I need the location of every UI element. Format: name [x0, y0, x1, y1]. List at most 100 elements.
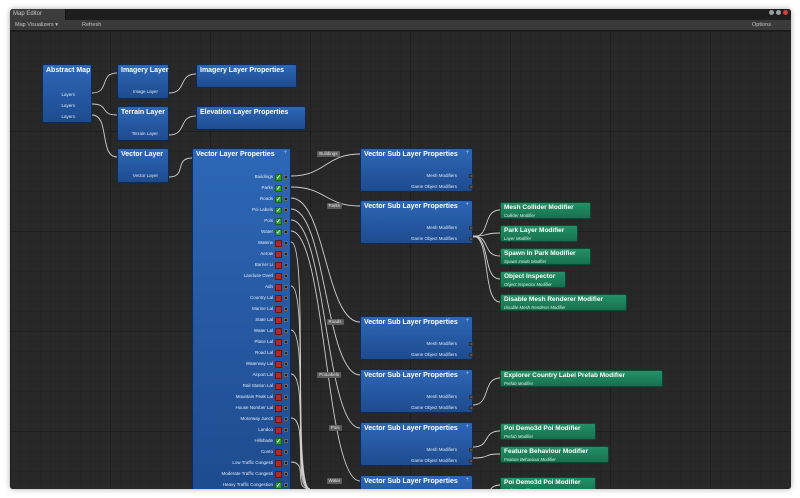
vector-layer-properties-node[interactable]: Vector Layer Properties + Buildings✓Park…	[192, 148, 291, 489]
close-icon[interactable]	[783, 10, 788, 15]
disabled-toggle-icon[interactable]	[275, 317, 282, 324]
vector-sub-layer-node[interactable]: Vector Sub Layer Properties+Mesh Modifie…	[360, 422, 473, 466]
terrain-layer-node[interactable]: Terrain Layer Terrain Layer	[117, 106, 169, 141]
imagery-layer-properties-node[interactable]: Imagery Layer Properties	[196, 64, 297, 88]
disabled-toggle-icon[interactable]	[275, 427, 282, 434]
output-port[interactable]	[284, 175, 288, 179]
add-icon[interactable]: +	[465, 477, 469, 483]
output-port[interactable]	[284, 230, 288, 234]
mesh-modifiers-port[interactable]	[469, 395, 473, 399]
add-icon[interactable]: +	[465, 150, 469, 156]
mesh-modifiers-port[interactable]	[469, 226, 473, 230]
checkmark-icon[interactable]: ✓	[275, 185, 282, 192]
output-port[interactable]	[284, 296, 288, 300]
vector-layer-node[interactable]: Vector Layer Vector Layer	[117, 148, 169, 183]
add-icon[interactable]: +	[283, 150, 287, 156]
game-object-modifiers-port[interactable]	[469, 406, 473, 410]
add-icon[interactable]: +	[465, 424, 469, 430]
checkmark-icon[interactable]: ✓	[275, 229, 282, 236]
checkmark-icon[interactable]: ✓	[275, 218, 282, 225]
disabled-toggle-icon[interactable]	[275, 350, 282, 357]
add-icon[interactable]: +	[465, 202, 469, 208]
disabled-toggle-icon[interactable]	[275, 394, 282, 401]
output-port[interactable]	[284, 472, 288, 476]
output-port[interactable]	[284, 450, 288, 454]
disabled-toggle-icon[interactable]	[275, 372, 282, 379]
output-port[interactable]	[284, 483, 288, 487]
disabled-toggle-icon[interactable]	[275, 328, 282, 335]
game-object-modifiers-port[interactable]	[469, 353, 473, 357]
vector-sub-layer-node[interactable]: Vector Sub Layer Properties+Mesh Modifie…	[360, 475, 473, 489]
output-port[interactable]	[284, 219, 288, 223]
output-port[interactable]	[284, 252, 288, 256]
checkmark-icon[interactable]: ✓	[275, 196, 282, 203]
output-port[interactable]	[284, 318, 288, 322]
elevation-layer-properties-node[interactable]: Elevation Layer Properties	[196, 106, 306, 130]
maximize-icon[interactable]	[776, 10, 781, 15]
game-object-modifiers-port[interactable]	[469, 459, 473, 463]
checkmark-icon[interactable]: ✓	[275, 174, 282, 181]
disabled-toggle-icon[interactable]	[275, 460, 282, 467]
mesh-modifiers-port[interactable]	[469, 174, 473, 178]
output-port[interactable]	[284, 208, 288, 212]
tab-map-editor[interactable]: Map Editor	[10, 9, 66, 20]
disabled-toggle-icon[interactable]	[275, 284, 282, 291]
output-port[interactable]	[284, 263, 288, 267]
output-port[interactable]	[284, 384, 288, 388]
disabled-toggle-icon[interactable]	[275, 449, 282, 456]
output-port[interactable]	[284, 395, 288, 399]
mesh-modifiers-port[interactable]	[469, 448, 473, 452]
refresh-button[interactable]: Refresh	[82, 22, 102, 28]
disabled-toggle-icon[interactable]	[275, 251, 282, 258]
output-port[interactable]	[284, 461, 288, 465]
output-port[interactable]	[284, 274, 288, 278]
disabled-toggle-icon[interactable]	[275, 339, 282, 346]
disabled-toggle-icon[interactable]	[275, 383, 282, 390]
map-visualizers-dropdown[interactable]: Map Visualizers ▾	[15, 22, 59, 28]
disabled-toggle-icon[interactable]	[275, 405, 282, 412]
output-port[interactable]	[284, 406, 288, 410]
disabled-toggle-icon[interactable]	[275, 416, 282, 423]
output-port[interactable]	[284, 373, 288, 377]
game-object-modifiers-port[interactable]	[469, 185, 473, 189]
output-port[interactable]	[284, 340, 288, 344]
vector-sub-layer-node[interactable]: Vector Sub Layer Properties+Mesh Modifie…	[360, 148, 473, 192]
vector-sub-layer-node[interactable]: Vector Sub Layer Properties+Mesh Modifie…	[360, 316, 473, 360]
vector-sub-layer-node[interactable]: Vector Sub Layer Properties+Mesh Modifie…	[360, 369, 473, 413]
output-port[interactable]	[284, 439, 288, 443]
output-port[interactable]	[284, 285, 288, 289]
output-port[interactable]	[284, 241, 288, 245]
minimize-icon[interactable]	[769, 10, 774, 15]
output-port[interactable]	[284, 186, 288, 190]
checkmark-icon[interactable]: ✓	[275, 482, 282, 489]
disabled-toggle-icon[interactable]	[275, 361, 282, 368]
output-port[interactable]	[284, 351, 288, 355]
add-icon[interactable]: +	[465, 318, 469, 324]
output-port[interactable]	[284, 197, 288, 201]
disabled-toggle-icon[interactable]	[275, 240, 282, 247]
checkmark-icon[interactable]: ✓	[275, 207, 282, 214]
game-object-modifiers-port[interactable]	[469, 237, 473, 241]
options-button[interactable]: Options	[752, 22, 771, 28]
node-graph-canvas[interactable]: Abstract Map Layers Layers Layers Imager…	[10, 31, 791, 489]
add-icon[interactable]: +	[465, 371, 469, 377]
abstract-map-node[interactable]: Abstract Map Layers Layers Layers	[42, 64, 92, 123]
vector-sub-layer-node[interactable]: Vector Sub Layer Properties+Mesh Modifie…	[360, 200, 473, 244]
output-port[interactable]	[284, 417, 288, 421]
mesh-modifiers-port[interactable]	[469, 342, 473, 346]
output-port[interactable]	[284, 329, 288, 333]
output-port[interactable]	[284, 307, 288, 311]
output-port[interactable]	[284, 428, 288, 432]
disabled-toggle-icon[interactable]	[275, 273, 282, 280]
checkmark-icon[interactable]: ✓	[275, 438, 282, 445]
disabled-toggle-icon[interactable]	[275, 471, 282, 478]
imagery-layer-node[interactable]: Imagery Layer Image Layer	[117, 64, 169, 99]
